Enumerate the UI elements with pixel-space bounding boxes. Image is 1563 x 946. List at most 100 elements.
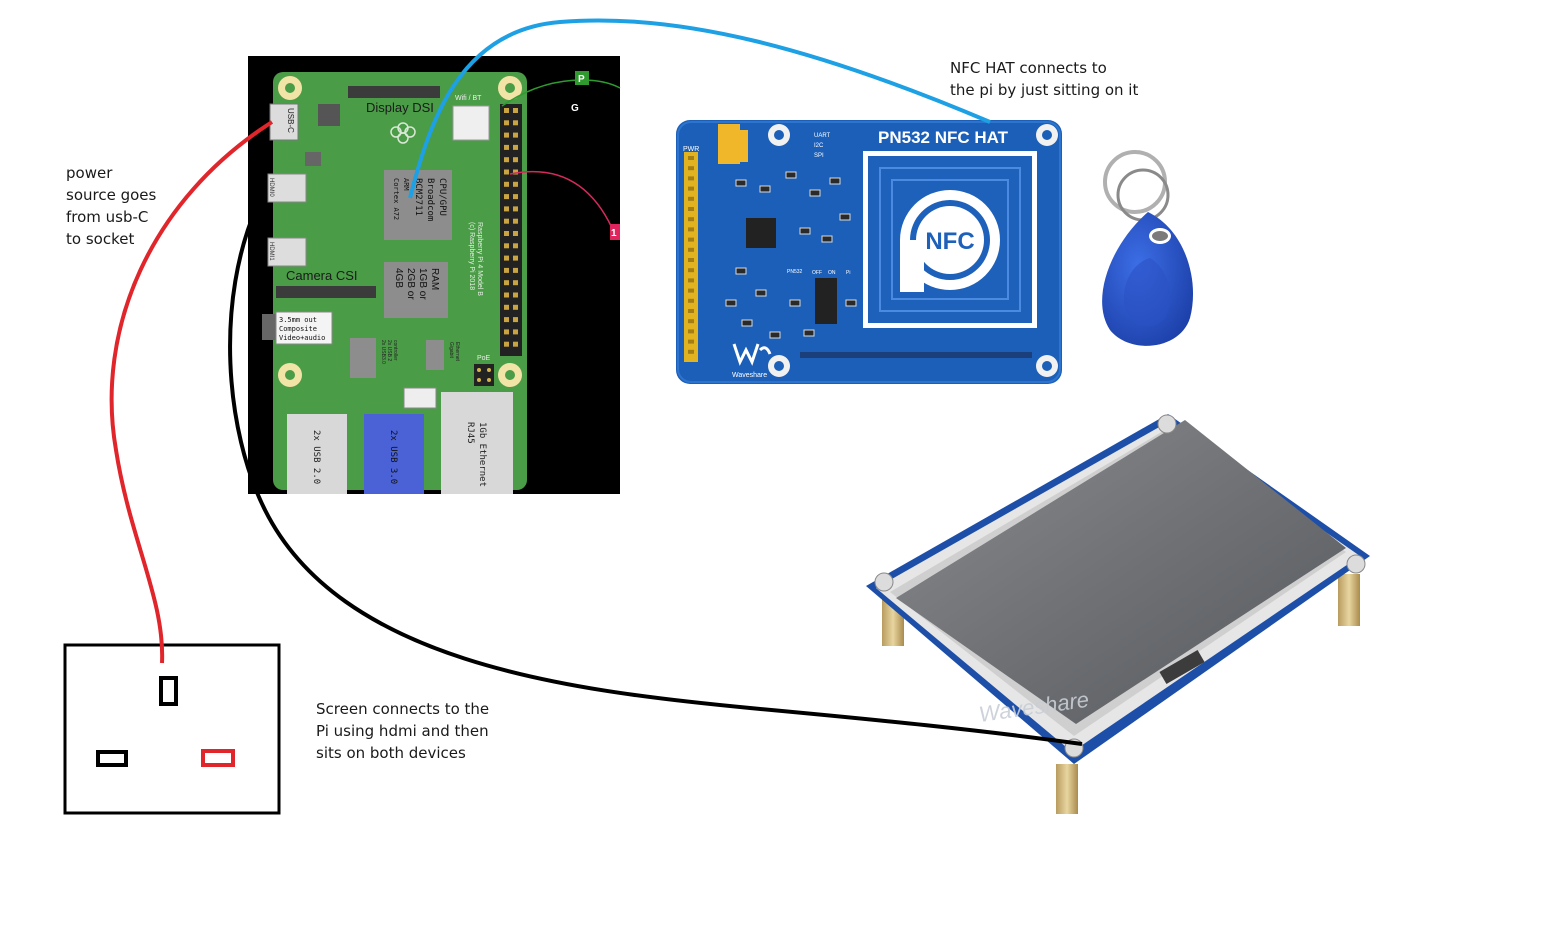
audio-label: 3.5mm out (279, 316, 317, 324)
nfc-hat-board: PN532 NFC HAT NFC PWR UART I2C SPI PN532 (676, 120, 1062, 384)
ram-chip (384, 262, 448, 318)
gpio-pin (504, 194, 509, 200)
hat-gpio-pin (688, 268, 694, 273)
gpio-pin (513, 341, 518, 347)
smd-component (769, 331, 781, 339)
gpio-pin (504, 132, 509, 138)
ethernet-chip-label: Ethernet (454, 342, 460, 362)
lcd-display (896, 420, 1346, 724)
gpio-pin (513, 329, 518, 335)
power-annotation: power source goes from usb-C to socket (66, 164, 157, 248)
display-dsi-label: Display DSI (366, 100, 434, 115)
mode-label: I2C (814, 143, 824, 149)
smd-component (741, 319, 753, 327)
hat-gpio-pin (688, 156, 694, 160)
gpio-pin (513, 231, 518, 236)
gpio-pin (513, 206, 518, 212)
ethernet-label: RJ45 (465, 422, 475, 444)
gpio-pin (513, 243, 518, 249)
socket-neutral-pin (96, 750, 128, 767)
nfc-hat-wire (408, 18, 991, 199)
gpio-pin (504, 206, 509, 212)
nfc-logo-icon (900, 190, 1000, 292)
smd-component (829, 177, 841, 185)
gpio-pin (504, 144, 509, 150)
gpio-pin (513, 181, 518, 187)
smd-component (839, 213, 851, 221)
gpio-pin (513, 255, 518, 261)
gpio-pin (513, 267, 518, 273)
usb3-label: 2x USB 3.0 (388, 430, 398, 484)
small-chip (305, 152, 321, 166)
pink-pin-wire (509, 170, 613, 229)
gpio-pin (504, 231, 509, 236)
audio-label-box (275, 311, 333, 345)
small-chip (318, 104, 340, 126)
switch-label: ON (828, 270, 836, 276)
ram-label-line: RAM (429, 268, 440, 290)
brand-label: Waveshare (732, 372, 767, 379)
gpio-pin (504, 304, 509, 310)
smd-component (735, 179, 747, 187)
hat-gpio-pin (688, 298, 694, 303)
audio-label: Composite (279, 325, 317, 333)
hat-gpio-pin (688, 339, 694, 344)
gpio-pin (504, 243, 509, 249)
hat-gpio-pin (688, 247, 694, 252)
smd-components (725, 171, 857, 339)
cpu-label-line: BCM2711 (413, 178, 423, 216)
gpio-pin (513, 304, 518, 310)
gpio-pin (513, 120, 518, 126)
waveshare-logo-icon (732, 343, 772, 366)
hat-gpio-pin (688, 217, 694, 222)
pin-flag-g-label: G (571, 103, 579, 114)
standoff-post (1338, 574, 1360, 626)
cpu-label-line: Broadcom (425, 178, 435, 221)
mode-label: UART (814, 133, 831, 139)
socket-outline (63, 643, 281, 815)
gpio-pin (504, 317, 509, 323)
socket-earth-pin (159, 676, 178, 706)
gpio-pin (513, 194, 518, 200)
smd-component (845, 299, 857, 307)
hat-gpio-pin (688, 237, 694, 242)
lcd-screen-device: Waveshare (866, 414, 1370, 814)
ram-label-line: 1GB or (417, 268, 428, 300)
chip-label: PN532 (787, 269, 803, 275)
hdmi1-port (267, 237, 307, 267)
hdmi0-label: HDMI0 (268, 178, 274, 197)
switch-label: Pi (846, 270, 850, 276)
hat-gpio-pin (688, 319, 694, 324)
gpio-pin (504, 267, 509, 273)
camera-connector (276, 286, 376, 298)
poe-header (474, 364, 494, 386)
camera-csi-label: Camera CSI (286, 268, 358, 283)
gpio-pin (513, 157, 518, 163)
smd-component (809, 189, 821, 197)
smd-component (725, 299, 737, 307)
gpio-pin (504, 157, 509, 163)
usb-controller-chip (350, 338, 376, 378)
cpu-label-line: ARM (402, 178, 410, 191)
hat-gpio-pin (688, 207, 694, 211)
usb-c-label: USB-C (286, 108, 295, 133)
raspberry-logo-icon (390, 122, 416, 144)
gpio-pin (513, 169, 518, 175)
switch-label: OFF (812, 270, 822, 276)
gpio-pin (504, 181, 509, 187)
switch-labels: OFF ON Pi (812, 270, 850, 276)
hdmi-wire (228, 203, 1083, 746)
gpio-pin (504, 341, 509, 347)
standoff-post (1056, 764, 1078, 814)
smd-component (799, 227, 811, 235)
smd-component (755, 289, 767, 297)
gpio-header (500, 104, 522, 356)
pin-flag-p-label: P (578, 74, 585, 85)
gpio-pin (504, 218, 509, 224)
hat-gpio-pin (688, 288, 694, 293)
hat-gpio-header (684, 152, 698, 362)
hat-gpio-pin (688, 349, 694, 354)
hat-gpio-pins (688, 156, 694, 354)
audio-jack (262, 314, 278, 340)
ethernet-chip (426, 340, 444, 370)
